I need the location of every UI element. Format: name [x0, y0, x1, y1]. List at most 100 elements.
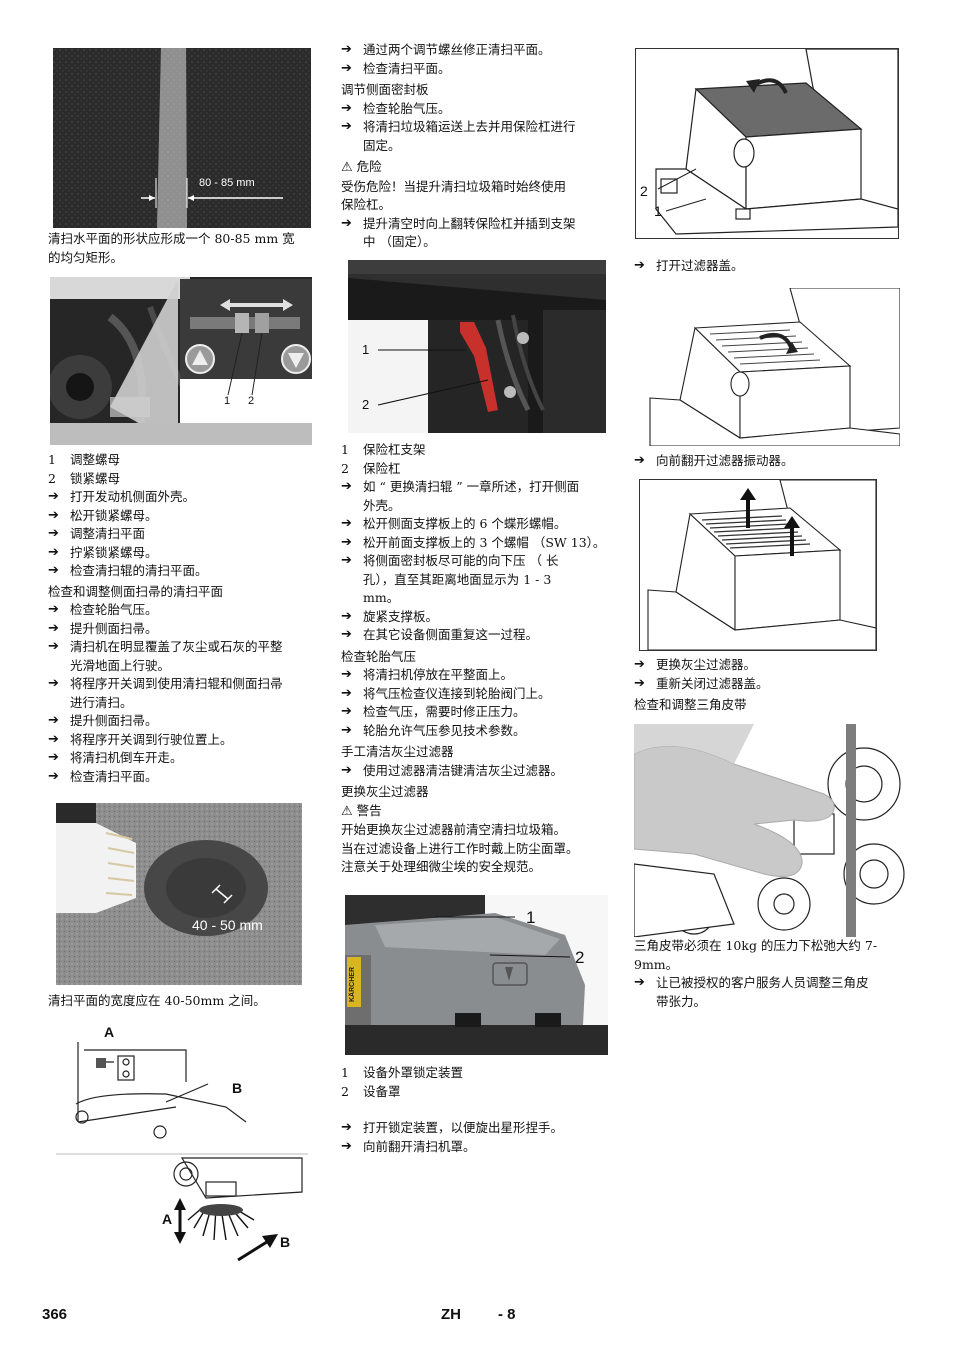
machine-hood-illustration — [345, 895, 608, 1055]
sweep-pattern-caption: 清扫水平面的形状应形成一个 80-85 mm 宽 的均匀矩形。 — [48, 231, 295, 265]
step-item: 检查清扫辊的清扫平面。 — [48, 562, 318, 581]
callout-2: 2 — [362, 397, 370, 412]
callout-2: 2 — [575, 948, 585, 967]
section-heading: 检查和调整侧面扫帚的清扫平面 — [48, 583, 224, 599]
step-item: 将侧面密封板尽可能的向下压 （ 长孔），直至其距离地面显示为 1 - 3mm。 — [341, 552, 616, 608]
side-broom-pattern-photo: 40 - 50 mm — [56, 803, 302, 985]
filter-shaker-drawing — [640, 288, 900, 446]
step-item: 向前翻开清扫机罩。 — [341, 1138, 616, 1157]
step-item: 将清扫机倒车开走。 — [48, 749, 318, 768]
callout-1: 1 — [362, 342, 370, 357]
callout-2: 2 — [640, 183, 648, 199]
step-item: 检查轮胎气压。 — [48, 601, 318, 620]
label-b-bottom: B — [280, 1234, 291, 1250]
page-number: 366 — [42, 1306, 68, 1323]
safety-bar-photo: 1 2 — [348, 260, 606, 433]
filter-cover-illustration — [655, 49, 898, 235]
step-item: 重新关闭过滤器盖。 — [634, 675, 906, 694]
adjusting-nut-photo: 1 2 — [50, 277, 312, 445]
machine-hood-photo: KÄRCHER 1 2 — [345, 895, 608, 1055]
callout-1: 1 — [224, 395, 231, 407]
step-item: 提升侧面扫帚。 — [48, 712, 318, 731]
replace-filter-drawing — [639, 479, 877, 651]
step-item: 检查清扫平面。 — [341, 60, 616, 79]
danger-heading: ⚠危险 — [341, 159, 382, 175]
step-item: 松开前面支撑板上的 3 个螺帽 （SW 13）。 — [341, 534, 616, 553]
adjusting-screws-illustration — [56, 1042, 308, 1262]
step-item: 调整清扫平面 — [48, 525, 318, 544]
warning-text: 开始更换灰尘过滤器前清空清扫垃圾箱。当在过滤设备上进行工作时戴上防尘面罩。注意关… — [341, 822, 579, 874]
section-heading: 调节侧面密封板 — [341, 82, 429, 97]
step-item: 旋紧支撑板。 — [341, 608, 616, 627]
danger-text: 受伤危险！当提升清扫垃圾箱时始终使用保险杠。 — [341, 178, 567, 213]
callout-1: 1 — [654, 203, 662, 219]
section-heading: 检查和调整三角皮带 — [634, 697, 747, 712]
step-flip-shaker: 向前翻开过滤器振动器。 — [634, 452, 906, 471]
language-code: ZH — [441, 1306, 461, 1323]
step-item: 在其它设备侧面重复这一过程。 — [341, 626, 616, 645]
step-open-cover: 打开过滤器盖。 — [634, 257, 906, 276]
warning-heading: ⚠警告 — [341, 802, 382, 819]
section-heading: 更换灰尘过滤器 — [341, 784, 429, 799]
warning-triangle-icon: ⚠ — [341, 803, 353, 819]
section-heading: 检查轮胎气压 — [341, 648, 417, 664]
step-item: 松开锁紧螺母。 — [48, 507, 318, 526]
label-a-bottom: A — [162, 1211, 173, 1227]
warning-triangle-icon: ⚠ — [341, 160, 353, 175]
step-item: 打开发动机侧面外壳。 — [48, 488, 318, 507]
adjusting-screws-diagram: A B A B — [56, 1022, 308, 1272]
safety-bar-illustration — [348, 260, 606, 433]
step-item: 打开锁定装置，以便旋出星形捏手。 — [341, 1119, 616, 1138]
replace-filter-illustration — [647, 480, 876, 650]
step-item: 拧紧锁紧螺母。 — [48, 544, 318, 563]
step-item: 更换灰尘过滤器。 — [634, 656, 906, 675]
side-broom-illustration — [56, 803, 302, 985]
section-heading: 手工清洁灰尘过滤器 — [341, 744, 454, 759]
step-item: 将气压检查仪连接到轮胎阀门上。 — [341, 685, 616, 704]
step-item: 将清扫机停放在平整面上。 — [341, 666, 616, 685]
step-item: 向前翻开过滤器振动器。 — [634, 452, 906, 471]
right-text-mid: 更换灰尘过滤器。 重新关闭过滤器盖。 检查和调整三角皮带 — [634, 656, 906, 715]
step-item: 检查清扫平面。 — [48, 768, 318, 787]
middle-text-top: 通过两个调节螺丝修正清扫平面。 检查清扫平面。 调节侧面密封板 检查轮胎气压。 … — [341, 41, 616, 252]
filter-shaker-illustration — [649, 288, 900, 446]
side-broom-caption: 清扫平面的宽度应在 40-50mm 之间。 — [48, 993, 266, 1008]
callout-1: 1 — [526, 908, 536, 927]
side-broom-width-label: 40 - 50 mm — [192, 917, 263, 933]
right-text-bottom: 三角皮带必须在 10kg 的压力下松弛大约 7-9mm。 让已被授权的客户服务人… — [634, 937, 906, 1011]
brand-logo: KÄRCHER — [349, 967, 356, 1002]
label-b-top: B — [232, 1080, 243, 1096]
step-item: 检查轮胎气压。 — [341, 100, 616, 119]
step-item: 提升侧面扫帚。 — [48, 620, 318, 639]
step-item: 通过两个调节螺丝修正清扫平面。 — [341, 41, 616, 60]
callout-2: 2 — [248, 395, 255, 407]
engine-bay-illustration — [50, 277, 312, 445]
filter-cover-drawing: 2 1 — [635, 48, 899, 239]
step-item: 松开侧面支撑板上的 6 个蝶形螺帽。 — [341, 515, 616, 534]
sweep-width-label: 80 - 85 mm — [199, 177, 255, 189]
label-a-top: A — [104, 1024, 115, 1040]
step-item: 轮胎允许气压参见技术参数。 — [341, 722, 616, 741]
sweep-pattern-illustration — [53, 48, 311, 228]
step-item: 打开过滤器盖。 — [634, 257, 906, 276]
step-item: 使用过滤器清洁键清洁灰尘过滤器。 — [341, 762, 616, 781]
sub-page-number: - 8 — [498, 1306, 516, 1323]
step-item: 检查气压，需要时修正压力。 — [341, 703, 616, 722]
belt-caption: 三角皮带必须在 10kg 的压力下松弛大约 7-9mm。 — [634, 938, 878, 972]
step-item: 将程序开关调到行驶位置上。 — [48, 731, 318, 750]
